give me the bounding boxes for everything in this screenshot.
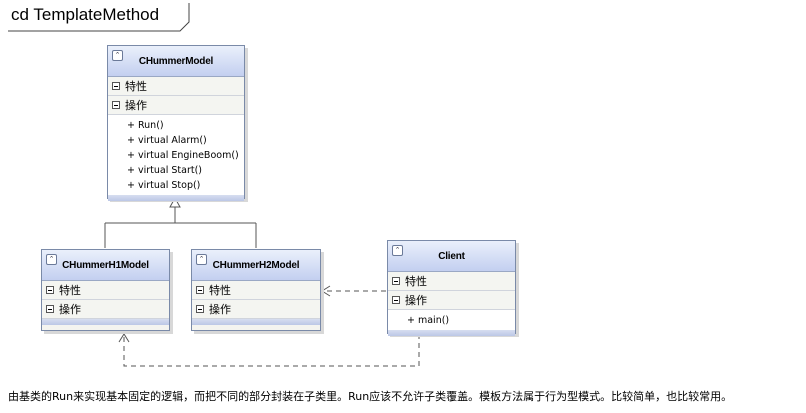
operations-section[interactable]: 操作 — [192, 300, 320, 319]
operation-item: + Run() — [127, 120, 164, 131]
class-header: ⌃ CHummerModel — [108, 46, 244, 77]
operations-label: 操作 — [405, 294, 427, 307]
operation-item: + virtual Alarm() — [127, 135, 207, 146]
collapse-icon[interactable]: ⌃ — [392, 245, 403, 256]
class-header: ⌃ CHummerH2Model — [192, 250, 320, 281]
attributes-section[interactable]: 特性 — [192, 281, 320, 300]
attributes-label: 特性 — [405, 275, 427, 288]
minus-icon[interactable] — [392, 296, 400, 304]
class-name: CHummerH2Model — [212, 259, 300, 271]
attributes-section[interactable]: 特性 — [42, 281, 169, 300]
class-footer — [42, 319, 169, 325]
attributes-section[interactable]: 特性 — [108, 77, 244, 96]
class-name: CHummerModel — [138, 55, 214, 67]
attributes-label: 特性 — [59, 284, 81, 297]
operation-item: + main() — [407, 315, 450, 326]
operation-item: + virtual Start() — [127, 165, 202, 176]
class-footer — [192, 319, 320, 325]
class-chummermodel[interactable]: ⌃ CHummerModel 特性 操作 + Run() + virtual A… — [107, 45, 245, 201]
minus-icon[interactable] — [112, 101, 120, 109]
collapse-icon[interactable]: ⌃ — [46, 254, 57, 265]
collapse-icon[interactable]: ⌃ — [112, 50, 123, 61]
minus-icon[interactable] — [46, 286, 54, 294]
operations-label: 操作 — [59, 303, 81, 316]
collapse-icon[interactable]: ⌃ — [196, 254, 207, 265]
diagram-frame-tab — [8, 3, 190, 32]
minus-icon[interactable] — [196, 305, 204, 313]
class-header: ⌃ Client — [388, 241, 515, 272]
operations-label: 操作 — [209, 303, 231, 316]
operation-item: + virtual EngineBoom() — [127, 150, 239, 161]
generalization-arrowhead — [169, 196, 181, 208]
class-name: CHummerH1Model — [62, 259, 149, 271]
diagram-frame-title: cd TemplateMethod — [11, 5, 160, 24]
class-client[interactable]: ⌃ Client 特性 操作 + main() — [387, 240, 516, 336]
operations-label: 操作 — [125, 99, 147, 112]
dependency-client-h1 — [123, 334, 420, 367]
operations-section[interactable]: 操作 — [108, 96, 244, 115]
minus-icon[interactable] — [392, 277, 400, 285]
attributes-label: 特性 — [209, 284, 231, 297]
operations-section[interactable]: 操作 — [388, 291, 515, 310]
minus-icon[interactable] — [112, 82, 120, 90]
operation-item: + virtual Stop() — [127, 180, 201, 191]
class-header: ⌃ CHummerH1Model — [42, 250, 169, 281]
attributes-section[interactable]: 特性 — [388, 272, 515, 291]
minus-icon[interactable] — [196, 286, 204, 294]
minus-icon[interactable] — [46, 305, 54, 313]
operations-section[interactable]: 操作 — [42, 300, 169, 319]
class-footer — [388, 330, 515, 336]
class-chummerh2model[interactable]: ⌃ CHummerH2Model 特性 操作 — [191, 249, 321, 331]
dependency-client-h1-arrowhead — [118, 333, 130, 343]
class-footer — [108, 195, 244, 201]
operations-list: + main() — [388, 310, 515, 330]
operations-list: + Run() + virtual Alarm() + virtual Engi… — [108, 115, 244, 195]
attributes-label: 特性 — [125, 80, 147, 93]
description-caption: 由基类的Run来实现基本固定的逻辑，而把不同的部分封装在子类里。Run应该不允许… — [8, 390, 733, 403]
dependency-client-h2-arrowhead — [321, 285, 331, 297]
class-chummerh1model[interactable]: ⌃ CHummerH1Model 特性 操作 — [41, 249, 170, 331]
class-name: Client — [438, 250, 465, 262]
